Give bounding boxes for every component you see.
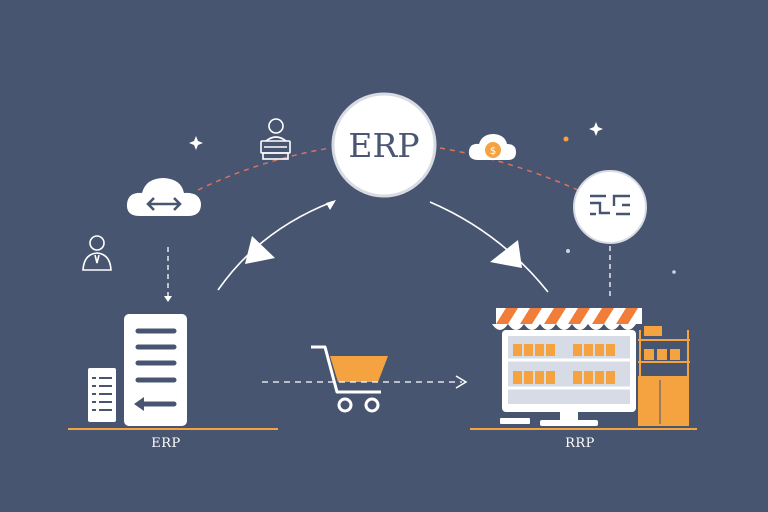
arrow-icon bbox=[455, 375, 468, 389]
right-node-label: RRP bbox=[565, 436, 595, 451]
circuit-icon bbox=[573, 170, 647, 244]
svg-text:$: $ bbox=[490, 146, 496, 157]
cloud-sync-icon bbox=[126, 178, 201, 216]
decor-dot bbox=[563, 136, 569, 142]
dashed-connector-left bbox=[197, 147, 331, 191]
dashed-connector-right bbox=[439, 147, 579, 191]
arrow-icon bbox=[164, 296, 172, 302]
flow-arrow-right bbox=[429, 201, 549, 293]
flow-arrow-left bbox=[217, 200, 336, 291]
document-icon bbox=[88, 368, 116, 422]
erp-center-node bbox=[331, 92, 437, 198]
decor-dot bbox=[566, 249, 570, 253]
server-icon bbox=[124, 314, 187, 426]
left-node-label: ERP bbox=[151, 436, 181, 451]
cloud-coin-icon: $ bbox=[468, 134, 516, 160]
erp-center-label: ERP bbox=[348, 125, 420, 165]
shopping-cart-icon bbox=[311, 345, 388, 413]
sparkle-icon bbox=[189, 122, 603, 150]
user-at-desk-icon bbox=[260, 118, 291, 160]
storefront-icon bbox=[492, 308, 642, 426]
shelf-icon bbox=[638, 326, 690, 426]
user-icon bbox=[82, 235, 112, 271]
decor-dot bbox=[672, 270, 676, 274]
